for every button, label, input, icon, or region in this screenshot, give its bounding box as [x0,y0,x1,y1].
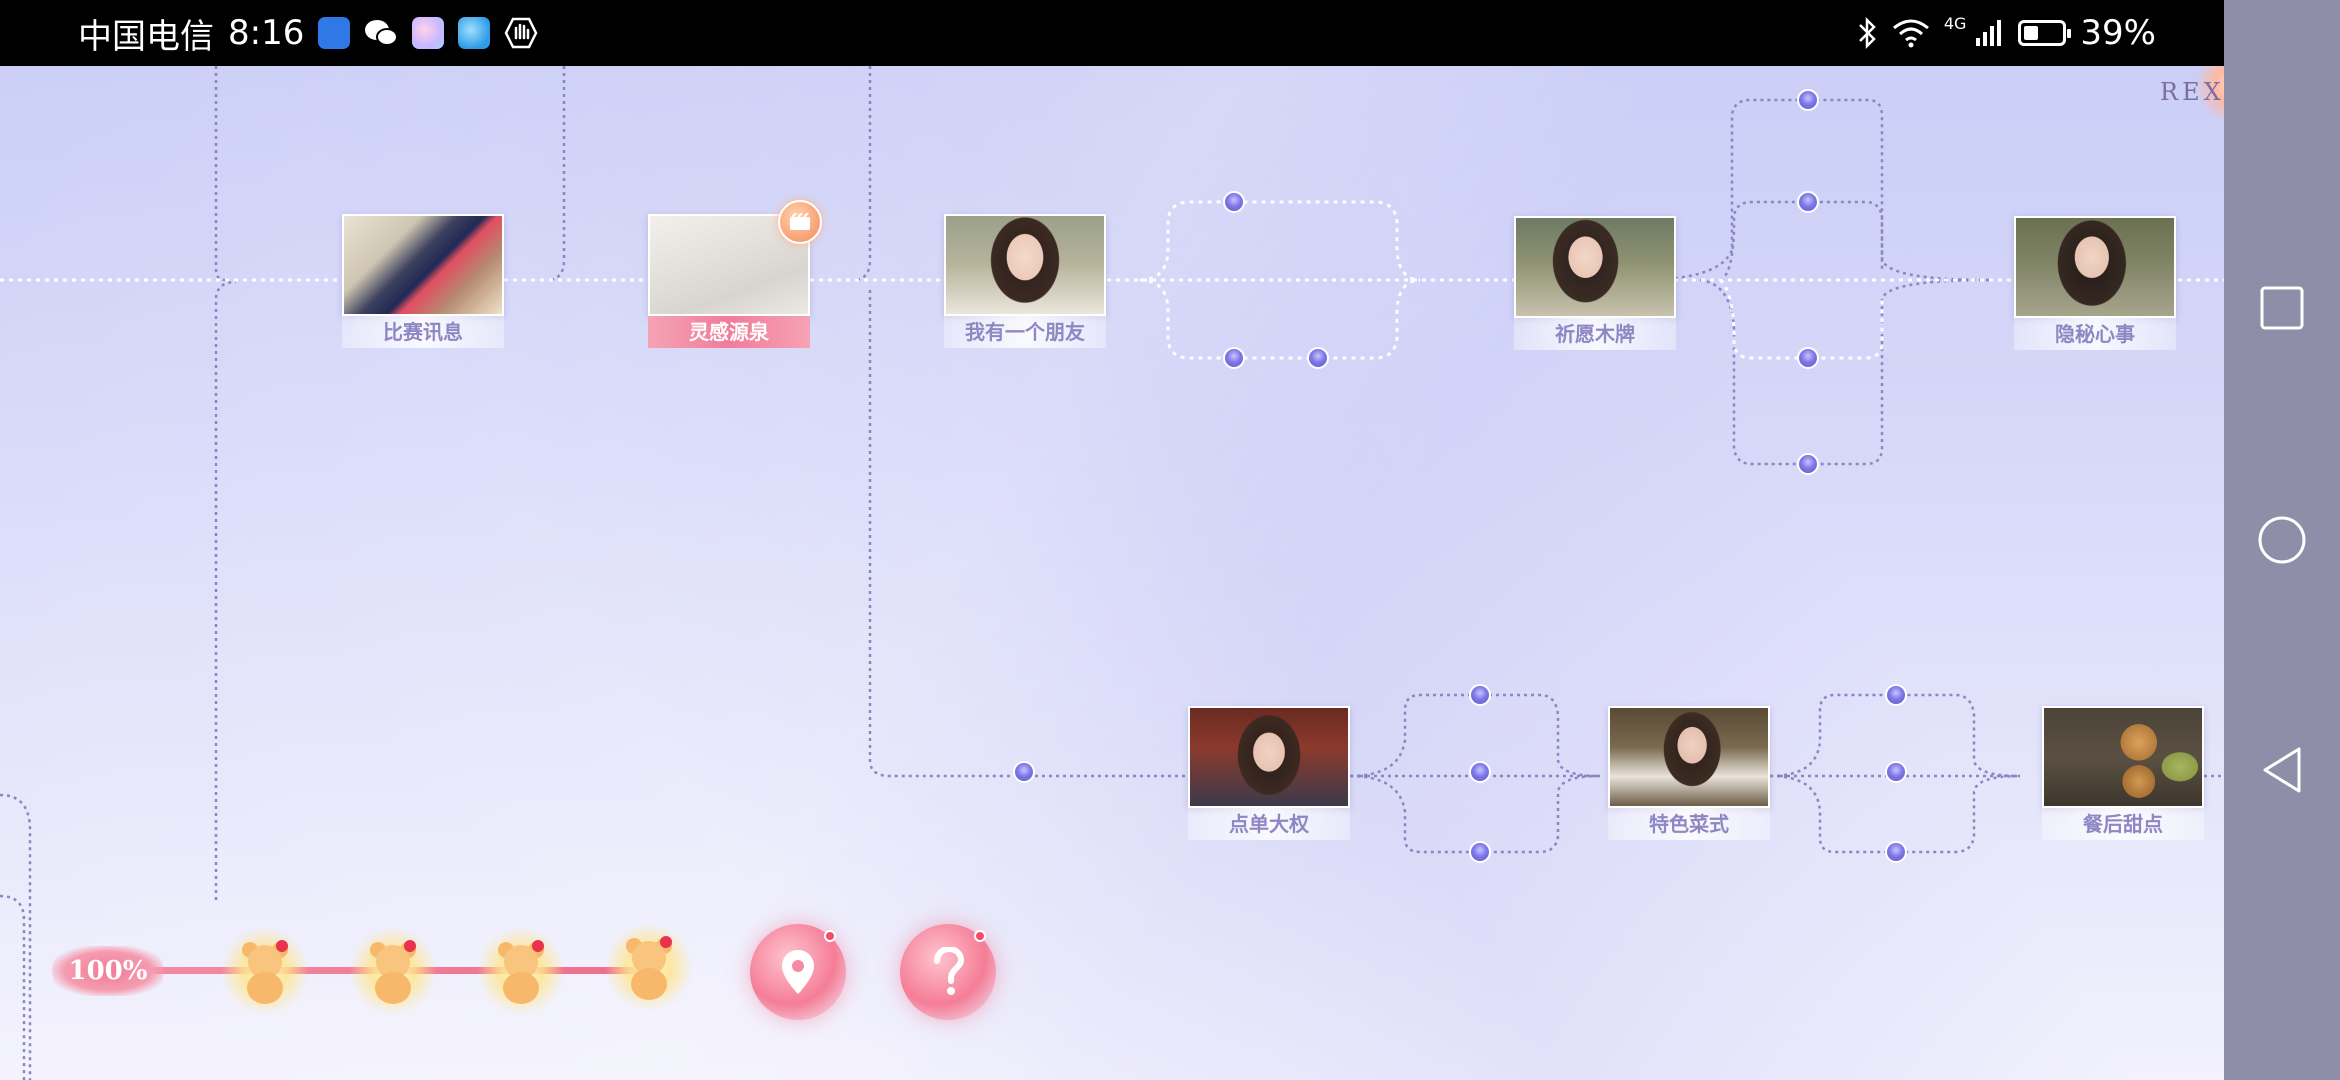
bluetooth-icon [1856,16,1878,50]
gallery-icon [412,17,445,49]
node-label: 比赛讯息 [342,316,504,348]
shield-icon [318,17,351,49]
node-label: 我有一个朋友 [944,316,1106,348]
story-node-dessert[interactable]: 餐后甜点 [2042,706,2204,840]
location-button[interactable] [750,924,846,1020]
node-photo-dessert [2042,706,2204,808]
game-logo: REXRN [2160,78,2224,106]
story-node-wish-plaque[interactable]: 祈愿木牌 [1514,216,1676,350]
notification-dot [824,930,836,942]
network-type: 4G [1943,14,1967,33]
bear-reward-icon[interactable] [476,926,566,1016]
node-label: 特色菜式 [1608,808,1770,840]
notification-dot [974,930,986,942]
back-icon [2263,747,2301,793]
node-label: 餐后甜点 [2042,808,2204,840]
wifi-icon [1892,18,1930,48]
story-network [0,66,2224,1080]
clock: 8:16 [228,13,305,53]
story-node-have-a-friend[interactable]: 我有一个朋友 [944,214,1106,348]
node-label: 灵感源泉 [648,316,810,348]
node-label: 隐秘心事 [2014,318,2176,350]
story-node-order-power[interactable]: 点单大权 [1188,706,1350,840]
node-photo-phone [342,214,504,316]
node-photo-girl-chef [1608,706,1770,808]
home-icon [2258,516,2306,564]
video-badge-icon [778,200,822,244]
node-photo-girl-phone [2014,216,2176,318]
node-label: 点单大权 [1188,808,1350,840]
recent-apps-icon [2260,286,2304,330]
node-label: 祈愿木牌 [1514,318,1676,350]
story-map[interactable]: REXRN 比赛讯息 灵感源泉 我有一个朋友 祈愿木牌 隐秘心事 点单大权 特色… [0,0,2224,1080]
node-photo-girl-outdoor [1514,216,1676,318]
battery-icon [2018,20,2072,46]
carrier-name: 中国电信 [78,16,214,57]
status-bar: 中国电信 8:16 4G 39% [0,0,2224,66]
navigation-bar [2224,0,2340,1080]
story-node-signature-dish[interactable]: 特色菜式 [1608,706,1770,840]
bear-reward-icon[interactable] [604,922,694,1012]
globe-icon [458,17,491,49]
recent-apps-button[interactable] [2254,280,2310,336]
story-node-match-info[interactable]: 比赛讯息 [342,214,504,348]
progress-percent: 100% [52,946,164,996]
battery-level: 39% [2080,13,2156,53]
node-photo-girl-restaurant [1188,706,1350,808]
location-icon [782,950,814,994]
hand-icon [504,16,538,50]
story-node-secret[interactable]: 隐秘心事 [2014,216,2176,350]
bear-reward-icon[interactable] [348,926,438,1016]
bear-reward-icon[interactable] [220,926,310,1016]
node-photo-girl-portrait [944,214,1106,316]
help-button[interactable] [900,924,996,1020]
home-button[interactable] [2254,512,2310,568]
back-button[interactable] [2254,742,2310,798]
signal-icon [1974,18,2004,48]
help-icon [934,947,965,995]
story-node-inspiration[interactable]: 灵感源泉 [648,200,822,348]
wechat-icon [364,18,399,48]
